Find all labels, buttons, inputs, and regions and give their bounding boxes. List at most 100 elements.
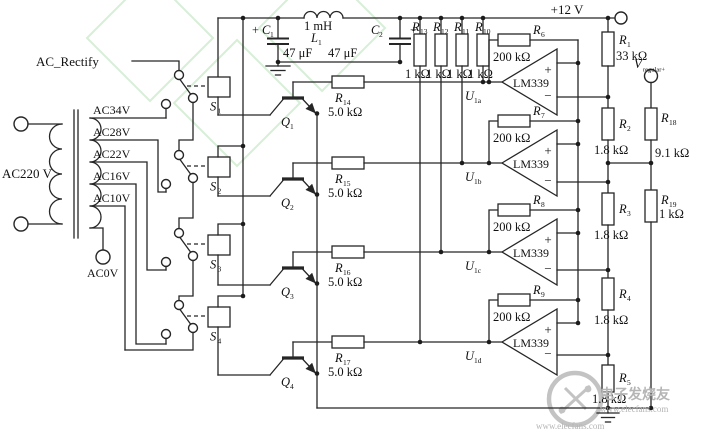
junction-dots <box>240 15 654 411</box>
svg-text:R: R <box>618 287 627 301</box>
resistor-r3 <box>601 192 615 226</box>
label-c2-plus: + <box>410 23 417 37</box>
svg-text:R: R <box>474 20 483 34</box>
label-c1-plus: + <box>252 23 259 37</box>
resistor-r7 <box>497 114 531 128</box>
watermark-brand: 电子发烧友 <box>600 386 670 403</box>
svg-text:LM339: LM339 <box>513 76 549 90</box>
label-tap-ac34v: AC34V <box>93 103 131 117</box>
comparator-u1b <box>500 128 558 198</box>
pullup-resistors: R 13 R 12 R 11 R 10 1 kΩ 1 kΩ 1 kΩ 1 kΩ <box>405 17 493 343</box>
svg-text:LM339: LM339 <box>513 246 549 260</box>
svg-text:19: 19 <box>669 200 677 209</box>
label-c1: C <box>262 23 271 37</box>
neutral-lead <box>89 227 104 251</box>
svg-text:5: 5 <box>627 378 631 387</box>
svg-text:R: R <box>334 261 343 275</box>
comparator-u1d <box>500 307 558 377</box>
svg-text:200 kΩ: 200 kΩ <box>493 310 530 324</box>
watermark-site-bottom: www.elecfans.com <box>536 421 604 431</box>
svg-text:1 kΩ: 1 kΩ <box>468 67 493 81</box>
svg-text:1: 1 <box>627 40 631 49</box>
svg-text:R: R <box>411 20 420 34</box>
label-tap-ac28v: AC28V <box>93 125 131 139</box>
relay-s4 <box>207 306 231 328</box>
resistor-r12 <box>434 33 448 67</box>
svg-text:5.0 kΩ: 5.0 kΩ <box>328 275 362 289</box>
svg-text:R: R <box>618 117 627 131</box>
watermark-text: 电子发烧友 www.elecfans.com www.elecfans.com <box>536 386 670 431</box>
svg-text:R: R <box>532 283 541 297</box>
svg-text:R: R <box>432 20 441 34</box>
svg-text:1 kΩ: 1 kΩ <box>447 67 472 81</box>
svg-text:17: 17 <box>343 358 351 367</box>
svg-text:3: 3 <box>290 292 294 301</box>
svg-text:R: R <box>660 193 669 207</box>
svg-text:R: R <box>618 371 627 385</box>
svg-text:R: R <box>660 111 669 125</box>
svg-text:1.8 kΩ: 1.8 kΩ <box>592 392 626 406</box>
svg-text:R: R <box>334 172 343 186</box>
label-ac0v: AC0V <box>87 266 119 280</box>
resistor-r8 <box>497 203 531 217</box>
svg-text:LM339: LM339 <box>513 336 549 350</box>
svg-text:R: R <box>532 193 541 207</box>
svg-text:1d: 1d <box>474 356 482 365</box>
svg-text:+: + <box>544 143 551 158</box>
svg-text:regular+: regular+ <box>643 67 665 74</box>
label-tap-ac22v: AC22V <box>93 147 131 161</box>
svg-text:R: R <box>532 104 541 118</box>
svg-text:U: U <box>465 349 475 363</box>
resistor-r11 <box>455 33 469 67</box>
label-tap-ac16v: AC16V <box>93 169 131 183</box>
svg-text:9.1 kΩ: 9.1 kΩ <box>655 146 689 160</box>
resistor-r1 <box>601 31 615 67</box>
svg-text:2: 2 <box>218 187 222 196</box>
svg-text:18: 18 <box>669 118 677 127</box>
svg-text:5.0 kΩ: 5.0 kΩ <box>328 365 362 379</box>
svg-text:9: 9 <box>541 290 545 299</box>
svg-text:R: R <box>532 23 541 37</box>
svg-text:2: 2 <box>290 203 294 212</box>
svg-text:2: 2 <box>379 30 383 39</box>
svg-text:5.0 kΩ: 5.0 kΩ <box>328 105 362 119</box>
neutral-terminal <box>95 249 111 265</box>
svg-text:+: + <box>544 62 551 77</box>
svg-text:LM339: LM339 <box>513 157 549 171</box>
svg-text:200 kΩ: 200 kΩ <box>493 220 530 234</box>
resistor-r16 <box>331 245 365 259</box>
svg-text:1.8 kΩ: 1.8 kΩ <box>594 313 628 327</box>
svg-text:1: 1 <box>270 30 274 39</box>
label-s3: S <box>210 258 217 272</box>
label-ac220: AC220 V <box>2 166 53 181</box>
svg-text:33 kΩ: 33 kΩ <box>616 49 647 63</box>
label-tap-ac10v: AC10V <box>93 191 131 205</box>
transformer: AC220 V AC0V <box>2 109 119 280</box>
primary-winding <box>48 123 63 225</box>
resistor-r17 <box>331 335 365 349</box>
top-rail-filter: +12 V + C 1 47 μF 1 mH L 1 C 2 + 47 μF <box>217 2 628 76</box>
svg-text:14: 14 <box>343 98 351 107</box>
svg-text:11: 11 <box>462 27 469 36</box>
label-s4: S <box>210 330 217 344</box>
svg-text:1.8 kΩ: 1.8 kΩ <box>594 143 628 157</box>
svg-text:1: 1 <box>318 38 322 47</box>
label-q3: Q <box>281 285 290 299</box>
svg-text:1 kΩ: 1 kΩ <box>659 207 684 221</box>
svg-text:13: 13 <box>420 27 428 36</box>
resistor-r9 <box>497 293 531 307</box>
relay-coils: S 1 S 2 S 3 S 4 <box>207 17 271 376</box>
svg-text:1.8 kΩ: 1.8 kΩ <box>594 228 628 242</box>
secondary-winding <box>89 117 102 229</box>
svg-text:R: R <box>453 20 462 34</box>
svg-text:10: 10 <box>483 27 491 36</box>
svg-text:R: R <box>334 351 343 365</box>
svg-text:4: 4 <box>218 337 222 346</box>
svg-text:15: 15 <box>343 179 351 188</box>
watermark-diamonds <box>85 0 387 168</box>
svg-text:7: 7 <box>541 111 545 120</box>
resistor-r6 <box>497 33 531 47</box>
label-q1: Q <box>281 115 290 129</box>
svg-text:6: 6 <box>541 30 545 39</box>
